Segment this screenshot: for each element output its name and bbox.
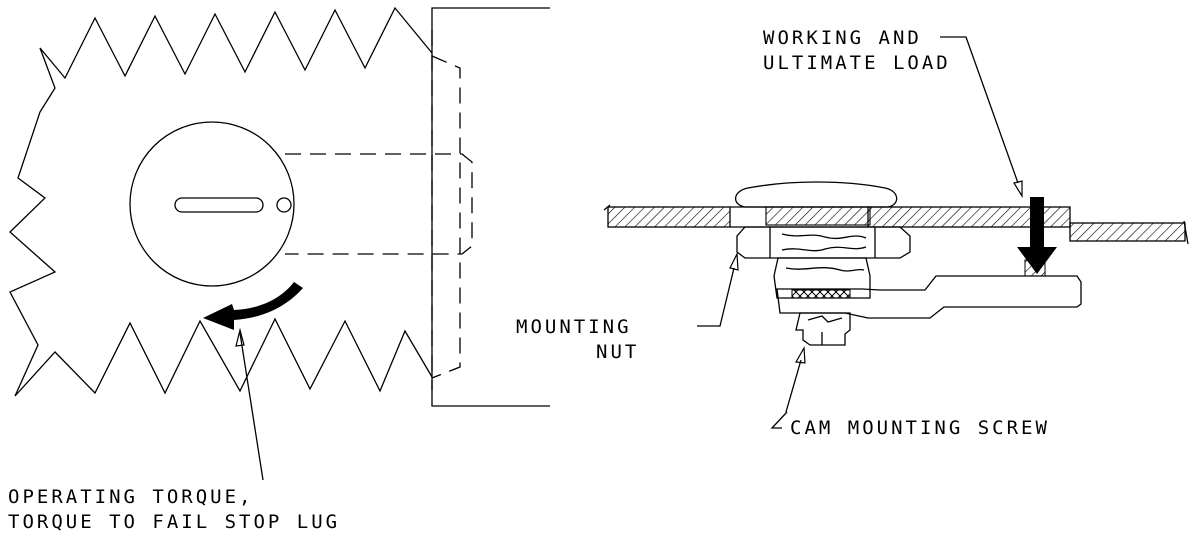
- plate-edge: [431, 7, 550, 407]
- panel-section-left: [607, 206, 731, 228]
- mounting-nut: [736, 226, 911, 259]
- section-view: [603, 36, 1189, 429]
- label-mounting-nut-line1: MOUNTING: [516, 316, 632, 338]
- lock-body: [773, 257, 871, 299]
- label-working-load-line1: WORKING AND: [763, 27, 922, 49]
- front-view: [9, 6, 550, 481]
- torque-leader: [239, 332, 264, 481]
- load-leader: [940, 36, 1019, 184]
- lock-barrel-thread: [765, 206, 871, 226]
- nut-leader-arrow-icon: [729, 251, 739, 271]
- nut-leader: [697, 267, 735, 327]
- lock-head: [734, 181, 898, 208]
- panel-section-right: [1069, 222, 1186, 242]
- cam-mounting-screw: [795, 312, 851, 346]
- screw-leader-arrow-icon: [795, 345, 806, 364]
- knurl-band: [791, 289, 851, 299]
- load-pad: [1024, 259, 1046, 277]
- housing-hidden-line: [431, 55, 461, 379]
- panel-break-outline: [9, 6, 433, 397]
- label-mounting-nut-line2: NUT: [596, 341, 639, 363]
- label-torque-line1: OPERATING TORQUE,: [8, 486, 253, 508]
- lock-body-hidden-line: [285, 153, 473, 255]
- label-cam-mounting-screw: CAM MOUNTING SCREW: [790, 417, 1050, 439]
- screw-leader: [770, 411, 788, 429]
- label-working-load-line2: ULTIMATE LOAD: [763, 52, 951, 74]
- key-slot: [174, 197, 264, 213]
- detent-hole: [276, 197, 292, 213]
- cam-face: [129, 121, 295, 287]
- load-arrow-shaft-icon: [1030, 197, 1044, 247]
- torque-arrow-icon: [203, 282, 303, 330]
- torque-leader-arrow-icon: [235, 327, 245, 347]
- cam-arm: [776, 275, 1082, 319]
- label-torque-line2: TORQUE TO FAIL STOP LUG: [8, 511, 340, 533]
- load-leader-arrow-icon: [1013, 180, 1023, 199]
